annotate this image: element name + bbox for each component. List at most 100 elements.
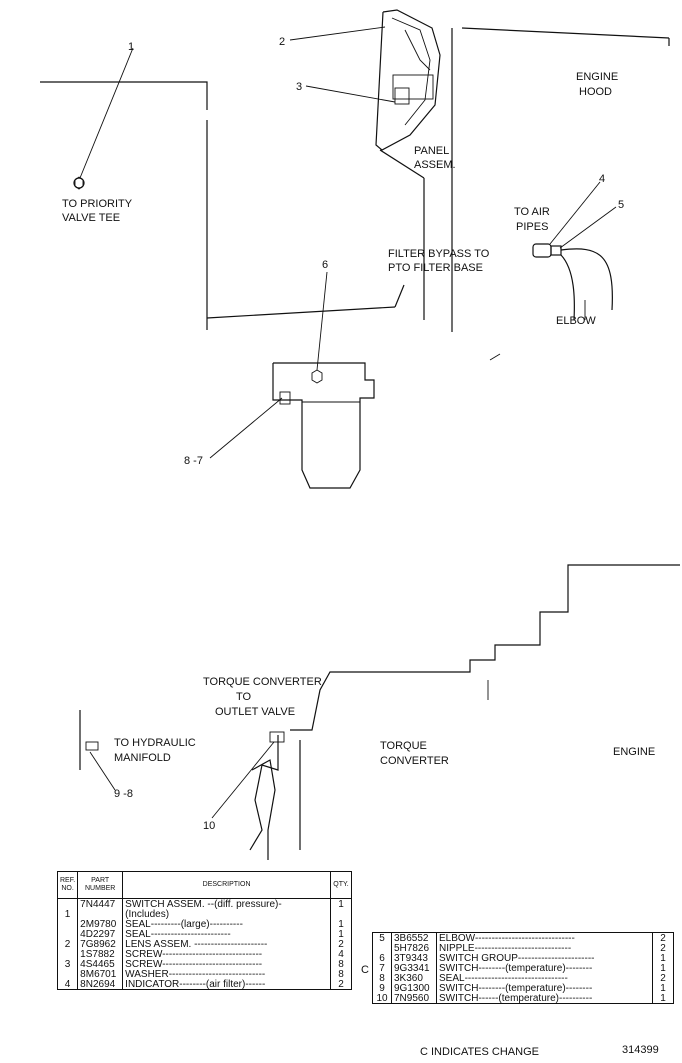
- description-cell: WASHER-----------------------------: [122, 969, 331, 979]
- ref-cell: [56, 898, 79, 909]
- ref-cell: 8: [372, 973, 392, 983]
- ref-cell: [56, 949, 79, 959]
- ref-cell: 10: [372, 993, 392, 1004]
- qty-cell: 2: [330, 939, 352, 949]
- parts-diagram: 1 2 3 4 5 6 8 -7 9 -8 10 TO PRIORITY VAL…: [40, 9, 680, 860]
- part-number-cell: 4S4465: [77, 959, 124, 969]
- panel-assembly: [375, 9, 441, 320]
- qty-cell: 2: [652, 973, 674, 983]
- callout-3: 3: [296, 81, 302, 93]
- qty-cell: 2: [652, 932, 674, 943]
- qty-cell: 8: [330, 959, 352, 969]
- description-cell: SWITCH--------(temperature)--------: [436, 963, 653, 973]
- label-torque-converter-1: TORQUE: [380, 740, 427, 752]
- part-number-cell: 9G3341: [391, 963, 437, 973]
- ref-cell: 2: [56, 939, 79, 949]
- description-cell: ELBOW------------------------------: [436, 932, 653, 943]
- callout-8-7: 8 -7: [184, 455, 203, 467]
- label-hydraulic-1: TO HYDRAULIC: [114, 737, 196, 749]
- ref-cell: 6: [372, 953, 392, 963]
- description-cell: SEAL---------(large)----------: [122, 919, 331, 929]
- part-number-cell: 3B6552: [391, 932, 437, 943]
- label-torque-converter-2: CONVERTER: [380, 755, 449, 767]
- description-cell: SWITCH ASSEM. --(diff. pressure)-: [122, 898, 331, 909]
- description-cell: SWITCH--------(temperature)--------: [436, 983, 653, 993]
- part-number-cell: 5H7826: [391, 943, 437, 953]
- description-cell: SEAL------------------------: [122, 929, 331, 939]
- qty-cell: 2: [652, 943, 674, 953]
- ref-cell: [56, 919, 79, 929]
- drawing-number: 314399: [622, 1044, 659, 1056]
- label-air-pipes-1: TO AIR: [514, 206, 550, 218]
- callout-10: 10: [203, 820, 215, 832]
- label-torque-outlet-2: TO: [236, 691, 252, 703]
- ref-cell: [56, 969, 79, 979]
- air-pipe-elbow: [532, 243, 613, 321]
- part-number-cell: 3T9343: [391, 953, 437, 963]
- part-number-cell: 3K360: [391, 973, 437, 983]
- part-number-cell: 1S7882: [77, 949, 124, 959]
- callout-5: 5: [618, 199, 624, 211]
- label-panel-2: ASSEM.: [414, 159, 456, 171]
- filter-assembly: [206, 284, 405, 489]
- qty-cell: 2: [330, 979, 352, 990]
- callout-1: 1: [128, 41, 134, 53]
- ref-cell: 7: [372, 963, 392, 973]
- label-engine-hood-1: ENGINE: [576, 71, 618, 83]
- label-filter-bypass-2: PTO FILTER BASE: [388, 262, 483, 274]
- part-number-cell: 7N9560: [391, 993, 437, 1004]
- description-cell: SCREW------------------------------: [122, 949, 331, 959]
- ref-cell: [372, 943, 392, 953]
- label-engine-hood-2: HOOD: [579, 86, 612, 98]
- change-note: C INDICATES CHANGE: [420, 1046, 539, 1058]
- part-number-cell: 7G8962: [77, 939, 124, 949]
- description-cell: NIPPLE-----------------------------: [436, 943, 653, 953]
- ref-cell: [56, 929, 79, 939]
- change-mark: C: [361, 964, 369, 976]
- qty-cell: 1: [652, 963, 674, 973]
- label-filter-bypass-1: FILTER BYPASS TO: [388, 248, 490, 260]
- label-air-pipes-2: PIPES: [516, 221, 548, 233]
- part-number-cell: 7N4447: [77, 898, 124, 909]
- header-ref: REF.NO.: [56, 871, 79, 899]
- label-panel-1: PANEL: [414, 145, 449, 157]
- qty-cell: 1: [330, 929, 352, 939]
- label-priority-valve-1: TO PRIORITY: [62, 198, 133, 210]
- qty-cell: 1: [330, 898, 352, 909]
- description-cell: SWITCH GROUP-----------------------: [436, 953, 653, 963]
- callout-4: 4: [599, 173, 605, 185]
- engine-hood-outline: [40, 27, 670, 332]
- callout-6: 6: [322, 259, 328, 271]
- description-cell: (Includes): [122, 909, 331, 919]
- callout-2: 2: [279, 36, 285, 48]
- priority-valve-nut: [73, 176, 85, 190]
- qty-cell: [330, 909, 352, 919]
- description-cell: SWITCH------(temperature)----------: [436, 993, 653, 1004]
- ref-cell: 4: [56, 979, 79, 990]
- ref-cell: 1: [56, 909, 79, 919]
- part-number-cell: 9G1300: [391, 983, 437, 993]
- label-priority-valve-2: VALVE TEE: [62, 212, 120, 224]
- ref-cell: 3: [56, 959, 79, 969]
- qty-cell: 4: [330, 949, 352, 959]
- label-elbow: ELBOW: [556, 315, 596, 327]
- ref-cell: 5: [372, 932, 392, 943]
- leader-lines: [79, 26, 617, 819]
- label-hydraulic-2: MANIFOLD: [114, 752, 171, 764]
